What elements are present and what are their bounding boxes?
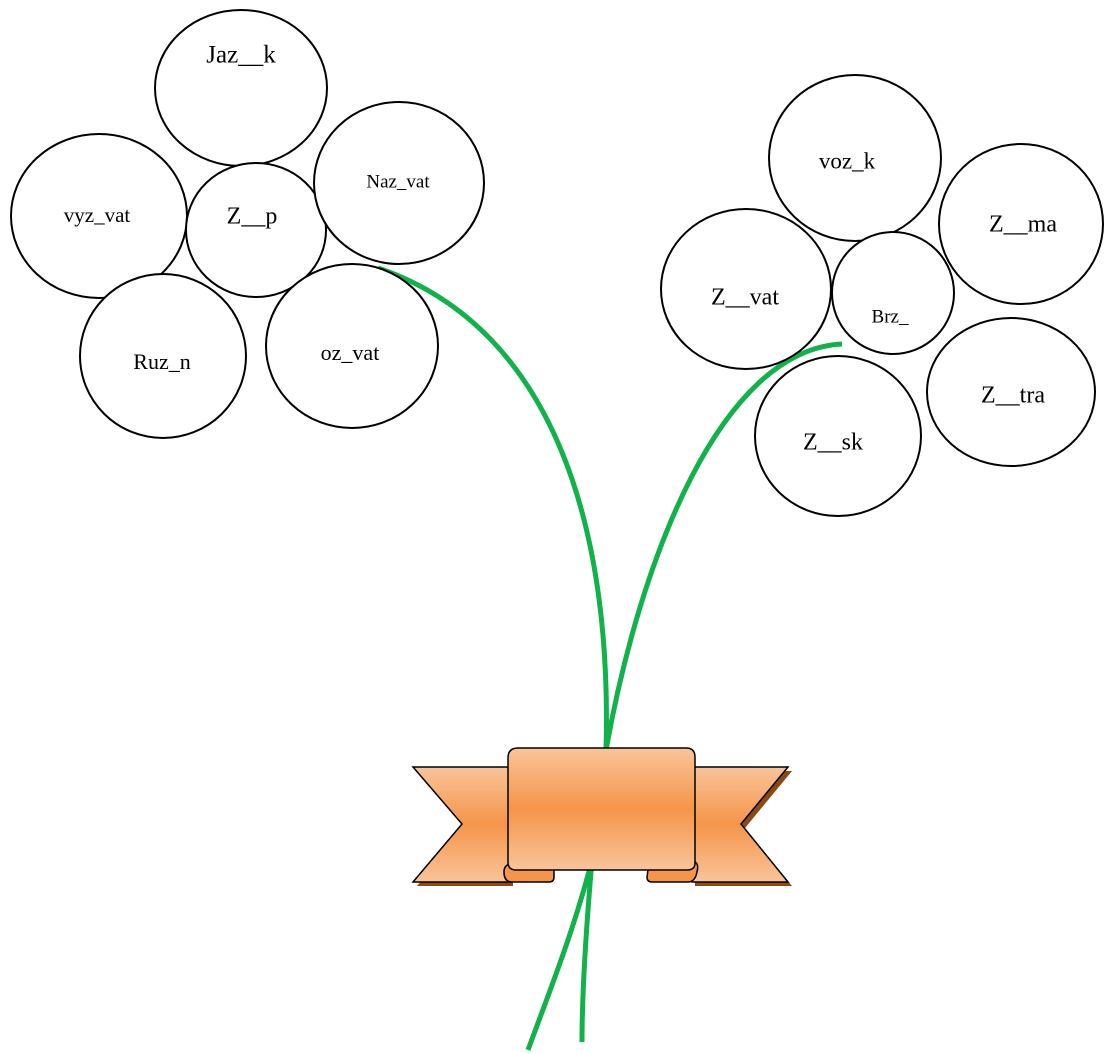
right-petal-6: Z__sk [754, 355, 922, 517]
left-petal-word: Jaz__k [206, 42, 276, 69]
right-petal-word: Z__ma [989, 212, 1057, 238]
left-petal-5: Ruz_n [79, 273, 247, 439]
stems [377, 265, 843, 1051]
right-flower: voz_k Z__ma Z__vat Brz_ Z__tra Z__sk [660, 74, 1104, 517]
ribbon-left-tail [411, 766, 511, 883]
right-petal-5: Z__tra [926, 317, 1096, 467]
right-stem [603, 341, 843, 751]
right-petal-3: Z__vat [660, 208, 832, 370]
right-petal-4: Brz_ [831, 231, 955, 355]
left-stem [377, 265, 609, 751]
bouquet-ribbon [411, 747, 792, 886]
left-petal-word: Naz_vat [366, 171, 430, 192]
ribbon-right-tail [691, 766, 790, 883]
left-petal-4: Naz_vat [313, 101, 485, 265]
right-petal-word: Z__vat [711, 285, 779, 311]
left-petal-3: Z__p [185, 162, 327, 298]
ribbon-center-band [507, 747, 696, 871]
right-petal-word: Z__tra [981, 383, 1045, 409]
right-petal-word: Brz_ [872, 306, 909, 327]
lower-stem-right [579, 859, 595, 1043]
left-flower: Jaz__k vyz_vat Z__p Naz_vat Ruz_n oz_vat [10, 9, 485, 439]
right-petal-word: voz_k [819, 148, 876, 173]
left-petal-1: Jaz__k [154, 9, 328, 167]
left-petal-word: Ruz_n [133, 349, 190, 374]
left-petal-word: Z__p [227, 204, 278, 230]
left-petal-word: vyz_vat [64, 203, 131, 227]
left-petal-word: oz_vat [321, 340, 380, 365]
right-petal-word: Z__sk [803, 430, 863, 456]
right-petal-2: Z__ma [938, 143, 1104, 305]
lower-stem-left [525, 859, 595, 1051]
left-petal-6: oz_vat [265, 263, 439, 429]
right-petal-1: voz_k [768, 74, 942, 242]
